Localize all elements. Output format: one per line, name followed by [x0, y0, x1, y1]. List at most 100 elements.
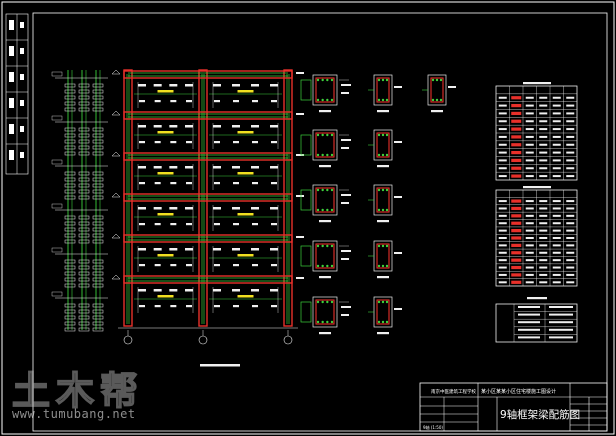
- stirrup-mark: [92, 89, 104, 94]
- slab-section: [300, 301, 312, 323]
- section-caption-mark: [319, 276, 331, 279]
- frame-column: [283, 69, 293, 327]
- beam-table-cell-text: [539, 96, 548, 99]
- annotation-text-mark: [232, 166, 240, 169]
- section-rebar-dot: [381, 153, 385, 157]
- column-table-cell-text: [566, 273, 575, 276]
- stirrup-mark: [92, 195, 104, 200]
- section-rebar-dot: [330, 244, 334, 248]
- column-table-cell-marker: [511, 258, 522, 262]
- annotation-text-mark: [252, 100, 258, 103]
- beam-table-cell-text: [539, 167, 548, 170]
- section-text-mark: [341, 306, 351, 308]
- beam-label-mark: [157, 295, 174, 298]
- annotation-text-mark: [170, 141, 177, 144]
- annotation-text-mark: [233, 182, 239, 185]
- beam-table-cell-text: [539, 151, 548, 154]
- annotation-text-mark: [232, 84, 240, 87]
- stirrup-mark: [78, 327, 90, 332]
- annotation-text-mark: [214, 141, 220, 144]
- column-table-cell-text: [525, 259, 534, 262]
- notes-table-text: [549, 328, 573, 331]
- section-text-mark: [394, 86, 402, 88]
- axis-bubble: [123, 335, 133, 345]
- annotation-text-mark: [270, 289, 278, 292]
- stirrup-mark: [64, 83, 76, 88]
- column-table-cell-text: [539, 244, 548, 247]
- annotation-text-mark: [186, 100, 192, 103]
- stirrup-mark: [78, 95, 90, 100]
- beam-table-cell-text: [525, 159, 534, 162]
- stirrup-mark: [92, 133, 104, 138]
- stirrup-mark: [92, 227, 104, 232]
- section-rebar-dot: [381, 188, 385, 192]
- section-rebar-dot: [381, 264, 385, 268]
- annotation-text-mark: [186, 182, 192, 185]
- section-rebar-dot: [326, 153, 329, 157]
- beam-table-cell-text: [552, 128, 561, 131]
- column-table-cell-text: [525, 237, 534, 239]
- slab-section: [300, 79, 312, 101]
- stirrup-mark: [64, 127, 76, 132]
- stirrup-mark: [64, 327, 76, 332]
- stirrup-mark: [78, 127, 90, 132]
- column-table-cell-text: [566, 244, 575, 247]
- slab-section: [300, 245, 312, 267]
- stirrup-mark: [92, 151, 104, 156]
- column-table-cell-text: [552, 237, 561, 239]
- section-rebar-dot: [321, 244, 324, 248]
- section-caption-mark: [431, 110, 443, 113]
- annotation-text-mark: [251, 125, 259, 128]
- column-table-cell-text: [552, 214, 561, 217]
- section-outline: [312, 184, 338, 216]
- section-rebar-dot: [326, 208, 329, 212]
- annotation-text-mark: [139, 305, 145, 308]
- binding-strip-mark: [20, 152, 24, 158]
- annotation-text-mark: [153, 207, 162, 210]
- column-table-cell-text: [552, 281, 561, 284]
- beam-table-cell-text: [566, 135, 575, 138]
- notes-table-text: [518, 336, 540, 339]
- section-stirrup: [376, 132, 390, 158]
- column-table-cell-marker: [511, 236, 522, 240]
- binding-strip-mark: [9, 98, 14, 108]
- stirrup-mark: [78, 239, 90, 244]
- section-rebar-dot: [316, 133, 320, 137]
- level-tag: [51, 203, 63, 209]
- annotation-text-mark: [170, 264, 177, 267]
- column-table-cell-text: [525, 207, 534, 210]
- watermark-logo: 土木帮: [11, 368, 139, 414]
- annotation-text-mark: [169, 84, 178, 87]
- annotation-text-mark: [252, 305, 258, 308]
- elevation-marker: [111, 151, 121, 157]
- beam-table-cell-text: [525, 135, 534, 138]
- annotation-text-mark: [232, 289, 240, 292]
- column-table-cell-text: [498, 200, 507, 203]
- section-rebar-dot: [381, 320, 385, 324]
- stirrup-mark: [92, 315, 104, 320]
- section-outline: [312, 240, 338, 272]
- section-rebar-dot: [439, 78, 443, 82]
- stirrup-mark: [64, 145, 76, 150]
- column-table-cell-text: [566, 251, 575, 254]
- stirrup-mark: [92, 233, 104, 238]
- annotation-text-mark: [252, 223, 258, 226]
- elevation-marker: [111, 69, 121, 75]
- section-rebar-dot: [330, 188, 334, 192]
- section-rebar-dot: [330, 153, 334, 157]
- column-table-cell-text: [566, 214, 575, 217]
- stirrup-mark: [64, 315, 76, 320]
- stirrup-mark: [64, 133, 76, 138]
- annotation-text-mark: [213, 207, 221, 210]
- stirrup-mark: [64, 189, 76, 194]
- section-text-mark: [394, 141, 402, 143]
- beam-table-cell-text: [566, 159, 575, 162]
- column-table-cell-text: [566, 207, 575, 210]
- annotation-text-mark: [271, 100, 277, 103]
- beam-table-cell-text: [498, 159, 507, 162]
- section-rebar-dot: [381, 244, 385, 248]
- stirrup-mark: [78, 83, 90, 88]
- section-rebar-dot: [330, 264, 334, 268]
- annotation-text-mark: [186, 305, 192, 308]
- slab-section: [300, 134, 312, 156]
